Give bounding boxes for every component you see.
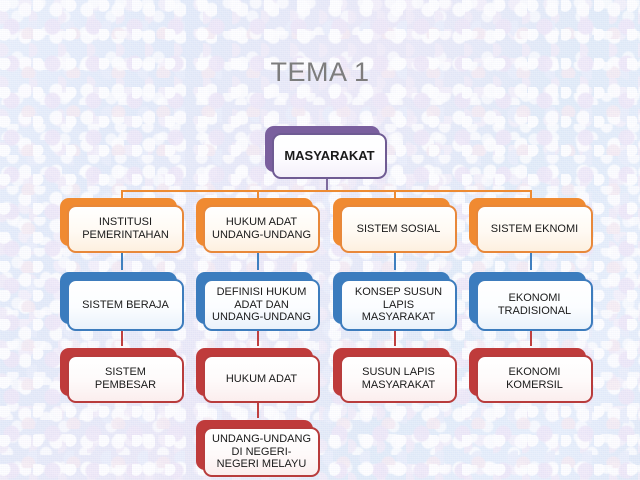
node-label: HUKUM ADAT [203,355,320,403]
node-susun-lapis-masyarakat[interactable]: SUSUN LAPIS MASYARAKAT [333,348,457,403]
node-konsep-susun-lapis-masyarakat[interactable]: KONSEP SUSUN LAPIS MASYARAKAT [333,272,457,331]
node-label-root: MASYARAKAT [272,133,387,179]
page-title: TEMA 1 [270,57,370,87]
connector-level3-1 [121,328,123,346]
node-label: UNDANG-UNDANG DI NEGERI-NEGERI MELAYU [203,427,320,477]
node-sistem-eknomi[interactable]: SISTEM EKNOMI [469,198,593,253]
connector-level2-1 [121,252,123,270]
node-ekonomi-komersil[interactable]: EKONOMI KOMERSIL [469,348,593,403]
node-sistem-sosial[interactable]: SISTEM SOSIAL [333,198,457,253]
connector-level2-3 [394,252,396,270]
connector-level3-4 [530,328,532,346]
node-ekonomi-tradisional[interactable]: EKONOMI TRADISIONAL [469,272,593,331]
node-label: SISTEM SOSIAL [340,205,457,253]
node-label: EKONOMI KOMERSIL [476,355,593,403]
node-label: HUKUM ADAT UNDANG-UNDANG [203,205,320,253]
connector-root-stem [326,178,328,190]
node-label: SISTEM EKNOMI [476,205,593,253]
connector-level4-2 [257,400,259,418]
node-label: DEFINISI HUKUM ADAT DAN UNDANG-UNDANG [203,279,320,331]
node-label: SISTEM PEMBESAR [67,355,184,403]
connector-level3-3 [394,328,396,346]
connector-level1-drop-2 [257,190,259,202]
connector-level1-drop-4 [530,190,532,202]
node-undang-undang-di-negeri-negeri-melayu[interactable]: UNDANG-UNDANG DI NEGERI-NEGERI MELAYU [196,420,320,477]
node-label: SUSUN LAPIS MASYARAKAT [340,355,457,403]
connector-level2-4 [530,252,532,270]
node-label: EKONOMI TRADISIONAL [476,279,593,331]
node-hukum-adat-undang-undang[interactable]: HUKUM ADAT UNDANG-UNDANG [196,198,320,253]
connector-level1-drop-1 [121,190,123,202]
node-label: INSTITUSI PEMERINTAHAN [67,205,184,253]
connector-level3-2 [257,328,259,346]
node-hukum-adat[interactable]: HUKUM ADAT [196,348,320,403]
node-sistem-beraja[interactable]: SISTEM BERAJA [60,272,184,331]
connector-level2-2 [257,252,259,270]
node-institusi-pemerintahan[interactable]: INSTITUSI PEMERINTAHAN [60,198,184,253]
connector-level1-bus [121,190,532,192]
node-sistem-pembesar[interactable]: SISTEM PEMBESAR [60,348,184,403]
node-definisi-hukum-adat-dan-undang-undang[interactable]: DEFINISI HUKUM ADAT DAN UNDANG-UNDANG [196,272,320,331]
node-label: KONSEP SUSUN LAPIS MASYARAKAT [340,279,457,331]
connector-level1-drop-3 [394,190,396,202]
node-root-masyarakat[interactable]: MASYARAKAT [265,126,387,179]
node-label: SISTEM BERAJA [67,279,184,331]
